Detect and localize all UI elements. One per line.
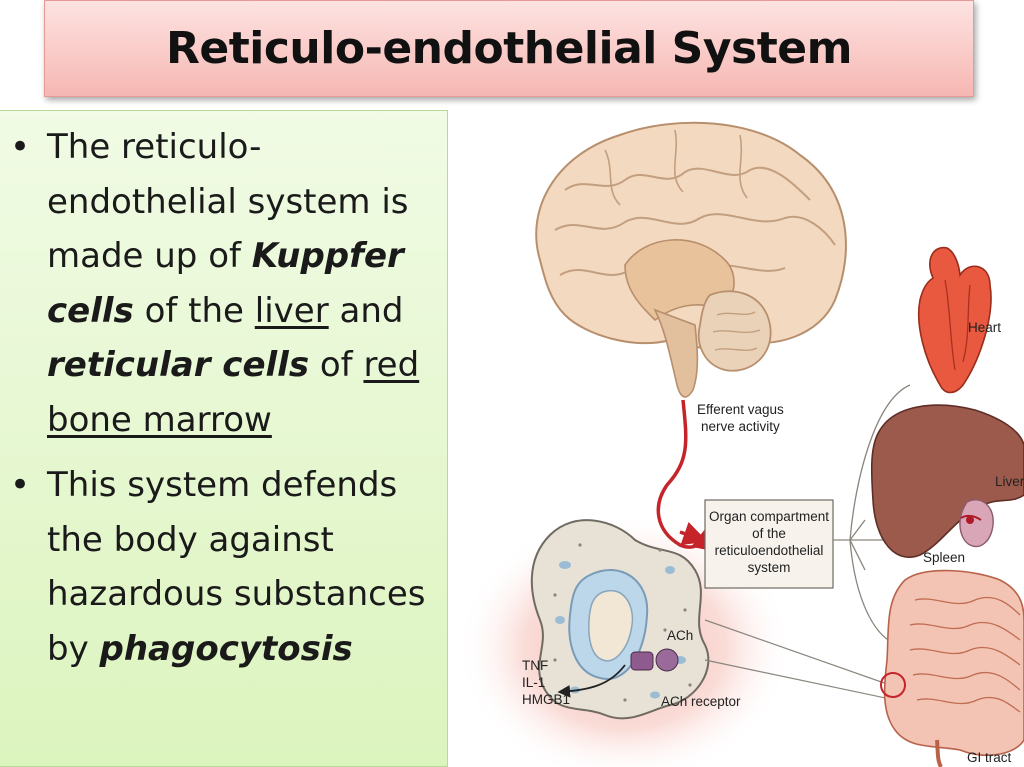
bullet-1-part-7: of	[309, 345, 364, 385]
bullet-1-text: The reticulo-endothelial system is made …	[47, 120, 430, 447]
bullet-2-part-1: This system defends the body against haz…	[47, 465, 426, 669]
bullet-1-part-1: The reticulo-endothelial system is made …	[47, 127, 409, 276]
label-heart: Heart	[968, 320, 1001, 335]
bullet-1-part-3: of the	[133, 290, 255, 331]
liver-term: liver	[254, 290, 329, 331]
label-efferent-1: Efferent vagus	[697, 402, 784, 417]
label-efferent-2: nerve activity	[701, 419, 780, 434]
bullet-2-text: This system defends the body against haz…	[47, 458, 430, 676]
label-ach: ACh	[667, 628, 693, 643]
kuppfer-cells-term: Kuppfer cells	[47, 236, 404, 331]
text-panel	[0, 110, 448, 767]
bullet-dot: •	[10, 127, 31, 167]
label-tnf: TNF	[522, 658, 548, 673]
label-liver: Liver	[995, 474, 1024, 489]
label-organ-3: reticuloendothelial	[715, 543, 824, 558]
organ-compartment-box	[704, 499, 834, 589]
heart-illustration	[917, 246, 992, 394]
red-bone-marrow-term: red bone marrow	[47, 345, 420, 440]
label-organ-1: Organ compartment	[709, 509, 829, 524]
brain-illustration	[535, 121, 847, 398]
slide-title: Reticulo-endothelial System	[166, 23, 852, 74]
spleen-illustration	[959, 499, 994, 548]
bullet-1: • The reticulo-endothelial system is mad…	[10, 120, 430, 447]
vagus-arrow-head	[679, 521, 708, 546]
label-organ-4: system	[748, 560, 791, 575]
reticular-cells-term: reticular cells	[47, 345, 310, 385]
cytokine-release-arrow	[557, 664, 626, 698]
label-hmgb1: HMGB1	[522, 692, 570, 707]
ret-system-figure: Heart Liver Spleen GI tract Efferent vag…	[455, 100, 1024, 767]
bullet-dot: •	[10, 465, 31, 505]
label-gi-tract: GI tract	[967, 750, 1012, 765]
bullet-2: • This system defends the body against h…	[10, 458, 430, 676]
bullet-1-part-5: and	[328, 290, 404, 331]
title-bar: Reticulo-endothelial System	[44, 0, 974, 97]
label-il1: IL-1	[522, 675, 545, 690]
gi-tract-illustration	[880, 569, 1024, 767]
label-ach-receptor: ACh receptor	[661, 694, 741, 709]
phagocytosis-term: phagocytosis	[99, 628, 353, 669]
ach-receptor-icon	[630, 648, 679, 672]
label-spleen: Spleen	[923, 550, 965, 565]
label-organ-2: of the	[752, 526, 786, 541]
figure-svg: Heart Liver Spleen GI tract Efferent vag…	[457, 121, 1024, 767]
